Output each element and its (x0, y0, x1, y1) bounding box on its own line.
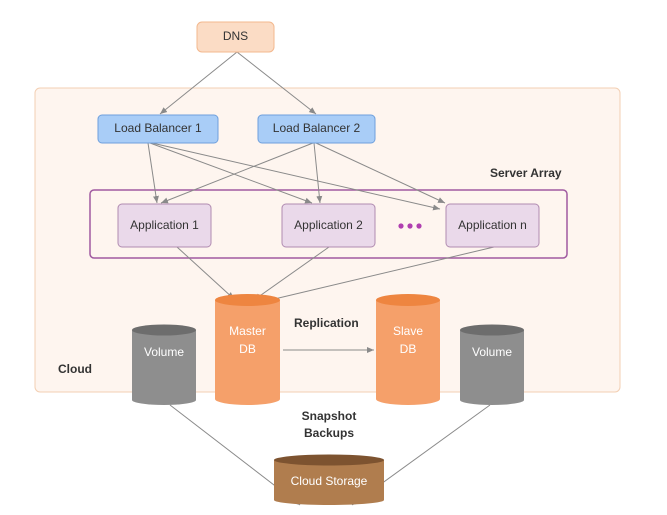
slave-db-label-2: DB (400, 342, 417, 356)
cloud-label: Cloud (58, 362, 92, 376)
master-db-label: Master (229, 324, 266, 338)
lb2-label: Load Balancer 2 (273, 121, 361, 135)
slave-db-cylinder[interactable]: Slave DB (376, 294, 440, 405)
volume-1-cylinder[interactable]: Volume (132, 324, 196, 406)
dns-node[interactable]: DNS (196, 21, 275, 53)
server-array-container (89, 189, 568, 259)
master-db-cylinder[interactable]: Master DB (215, 294, 280, 405)
server-array-label: Server Array (490, 166, 562, 180)
snapshot-label-2: Backups (304, 426, 354, 440)
cloud-storage-cylinder[interactable]: Cloud Storage (274, 454, 384, 506)
volume-1-label: Volume (144, 345, 184, 359)
dns-label: DNS (223, 29, 248, 43)
load-balancer-1[interactable]: Load Balancer 1 (97, 114, 219, 144)
application-2[interactable]: Application 2 (281, 203, 376, 248)
load-balancer-2[interactable]: Load Balancer 2 (257, 114, 376, 144)
replication-label: Replication (294, 316, 359, 330)
ellipsis-icon (398, 223, 422, 229)
master-db-label-2: DB (239, 342, 256, 356)
lb1-label: Load Balancer 1 (114, 121, 202, 135)
snapshot-label: Snapshot (302, 409, 357, 423)
volume-2-cylinder[interactable]: Volume (460, 324, 524, 406)
volume-2-label: Volume (472, 345, 512, 359)
app2-label: Application 2 (294, 218, 363, 232)
cloud-storage-label: Cloud Storage (291, 474, 368, 488)
appn-label: Application n (458, 218, 527, 232)
slave-db-label: Slave (393, 324, 423, 338)
application-1[interactable]: Application 1 (117, 203, 212, 248)
app1-label: Application 1 (130, 218, 199, 232)
application-n[interactable]: Application n (445, 203, 540, 248)
